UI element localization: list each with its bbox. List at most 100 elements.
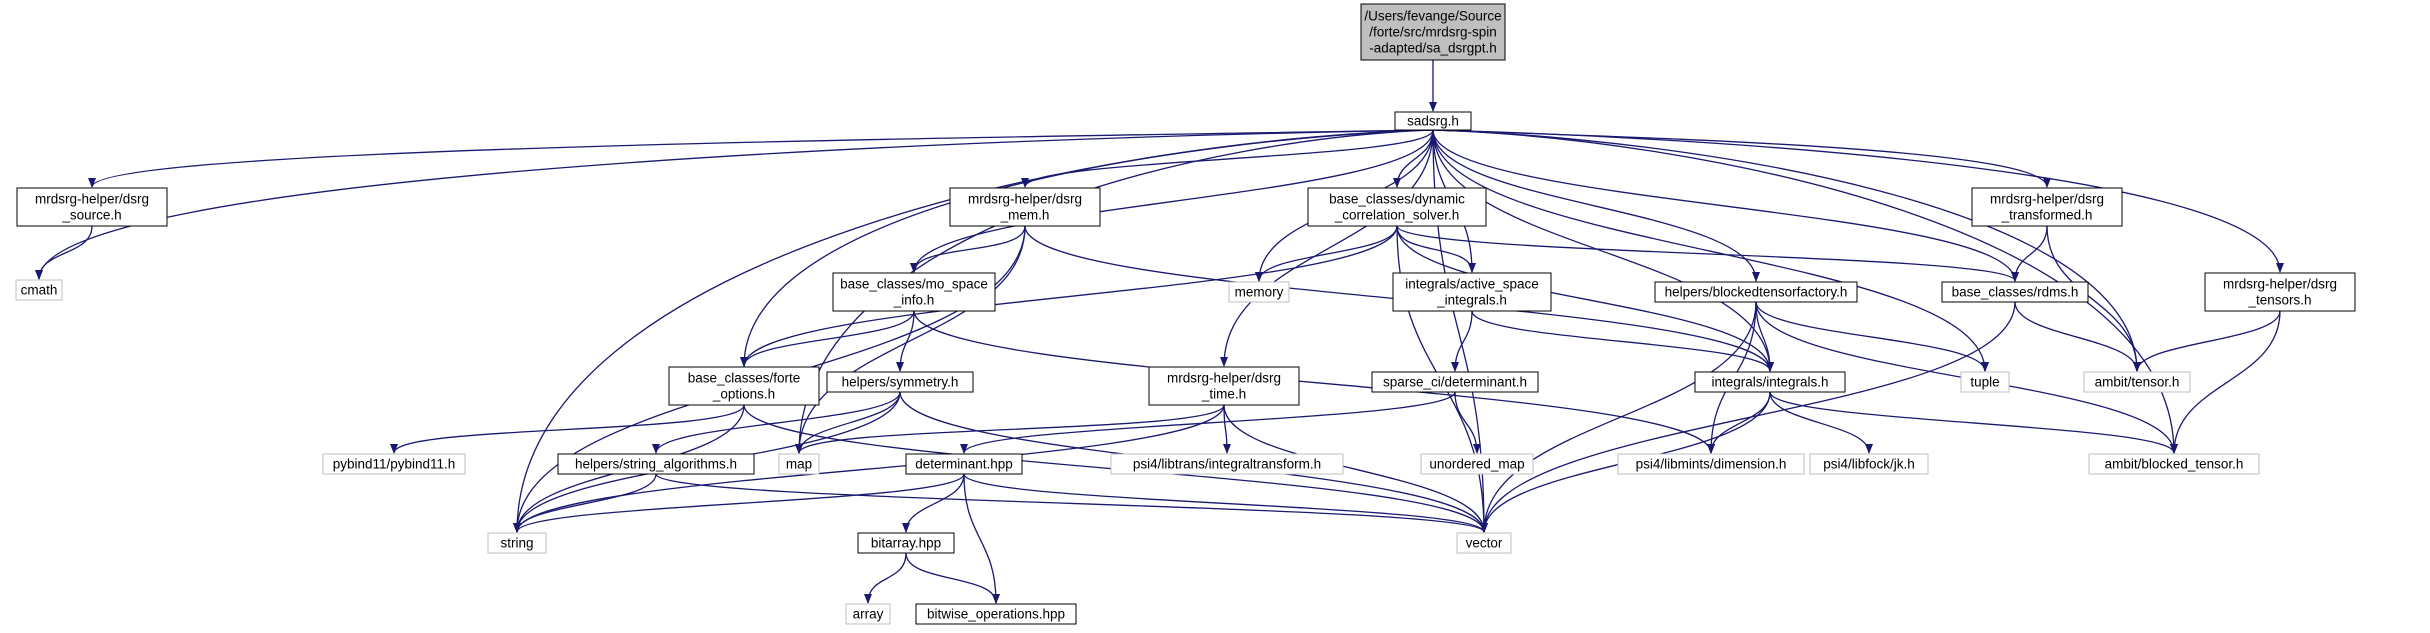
node-box xyxy=(1694,371,1846,393)
node-label: mrdsrg-helper/dsrg xyxy=(1167,371,1281,386)
edge-blocked_factory-to-vector xyxy=(1480,301,1757,533)
node-dsrg-tensors[interactable]: mrdsrg-helper/dsrg_tensors.h xyxy=(2204,272,2356,312)
node-label: _info.h xyxy=(893,293,935,308)
edge-sci_det-to-determinant_hpp xyxy=(960,391,1456,454)
edge-dsrg_transformed-to-rdms xyxy=(2011,225,2048,282)
edge-sadsrg-to-dsrg_tensors xyxy=(1432,129,2284,273)
edge-determinant_hpp-to-string xyxy=(513,473,965,533)
node-bitarray[interactable]: bitarray.hpp xyxy=(857,532,955,554)
node-bitwise[interactable]: bitwise_operations.hpp xyxy=(915,603,1077,625)
node-box xyxy=(1392,272,1552,312)
edges-layer xyxy=(35,60,2284,604)
node-box xyxy=(2083,371,2191,393)
node-box xyxy=(16,187,168,227)
node-box xyxy=(1617,453,1805,475)
node-dsrg-transformed[interactable]: mrdsrg-helper/dsrg_transformed.h xyxy=(1971,187,2123,227)
node-box xyxy=(1228,281,1290,303)
node-integrals[interactable]: integrals/integrals.h xyxy=(1694,371,1846,393)
node-label: /forte/src/mrdsrg-spin xyxy=(1369,25,1497,40)
node-label: _tensors.h xyxy=(2247,293,2311,308)
edge-symmetry-to-string_alg xyxy=(652,391,901,454)
node-psi4-dim: psi4/libmints/dimension.h xyxy=(1617,453,1805,475)
node-label: pybind11/pybind11.h xyxy=(333,457,456,472)
node-dsrg-time[interactable]: mrdsrg-helper/dsrg_time.h xyxy=(1148,366,1300,406)
node-box xyxy=(557,453,755,475)
node-symmetry[interactable]: helpers/symmetry.h xyxy=(826,371,974,393)
edge-sadsrg-to-dyn_corr xyxy=(1393,129,1434,188)
edge-sadsrg-to-dsrg_source xyxy=(88,129,1434,188)
node-dsrg-source[interactable]: mrdsrg-helper/dsrg_source.h xyxy=(16,187,168,227)
node-label: unordered_map xyxy=(1429,457,1524,472)
node-box xyxy=(1941,281,2089,303)
node-box xyxy=(857,532,955,554)
node-label: base_classes/rdms.h xyxy=(1952,285,2079,300)
node-label: mrdsrg-helper/dsrg xyxy=(2223,277,2337,292)
node-unordered-map: unordered_map xyxy=(1420,453,1534,475)
node-array: array xyxy=(845,603,891,625)
edge-dsrg_tensors-to-ambit_tensor xyxy=(2133,310,2281,372)
node-label: memory xyxy=(1235,285,1284,300)
node-label: -adapted/sa_dsrgpt.h xyxy=(1369,41,1497,56)
edge-sadsrg-to-dsrg_transformed xyxy=(1432,129,2051,188)
edge-rdms-to-ambit_tensor xyxy=(2014,301,2141,372)
node-box xyxy=(487,532,547,554)
edge-dsrg_time-to-psi4_inttrans xyxy=(1222,404,1231,454)
node-root[interactable]: /Users/fevange/Source/forte/src/mrdsrg-s… xyxy=(1360,3,1506,61)
nodes-layer: /Users/fevange/Source/forte/src/mrdsrg-s… xyxy=(15,3,2356,625)
node-label: base_classes/forte xyxy=(688,371,801,386)
node-label: _options.h xyxy=(712,387,775,402)
node-psi4-inttrans: psi4/libtrans/integraltransform.h xyxy=(1110,453,1344,475)
node-tuple: tuple xyxy=(1960,371,2010,393)
node-label: cmath xyxy=(21,283,58,298)
node-label: mrdsrg-helper/dsrg xyxy=(968,192,1082,207)
node-label: bitarray.hpp xyxy=(871,536,941,551)
edge-blocked_factory-to-tuple xyxy=(1755,301,1989,372)
edge-sadsrg-to-mo_space xyxy=(910,129,1434,273)
edge-sci_det-to-unordered_map xyxy=(1454,391,1481,454)
node-box xyxy=(1307,187,1487,227)
node-box xyxy=(1456,532,1512,554)
node-ambit-tensor: ambit/tensor.h xyxy=(2083,371,2191,393)
node-sadsrg[interactable]: sadsrg.h xyxy=(1394,111,1472,131)
node-active-space[interactable]: integrals/active_space_integrals.h xyxy=(1392,272,1552,312)
node-label: base_classes/mo_space xyxy=(840,277,988,292)
edge-determinant_hpp-to-bitarray xyxy=(902,473,965,533)
node-label: psi4/libtrans/integraltransform.h xyxy=(1133,457,1321,472)
edge-bitarray-to-array xyxy=(864,552,907,604)
edge-string_alg-to-vector xyxy=(655,473,1488,533)
node-box xyxy=(832,272,996,312)
node-mo-space[interactable]: base_classes/mo_space_info.h xyxy=(832,272,996,312)
edge-dsrg_transformed-to-ambit_tensor xyxy=(2046,225,2141,372)
node-dyn-corr[interactable]: base_classes/dynamic_correlation_solver.… xyxy=(1307,187,1487,227)
node-box xyxy=(1148,366,1300,406)
node-box xyxy=(15,279,63,301)
node-rdms[interactable]: base_classes/rdms.h xyxy=(1941,281,2089,303)
node-box xyxy=(845,603,891,625)
node-dsrg-mem[interactable]: mrdsrg-helper/dsrg_mem.h xyxy=(949,187,1101,227)
node-determinant-hpp[interactable]: determinant.hpp xyxy=(905,453,1023,475)
node-forte-options[interactable]: base_classes/forte_options.h xyxy=(668,366,820,406)
node-label: mrdsrg-helper/dsrg xyxy=(1990,192,2104,207)
node-box xyxy=(1971,187,2123,227)
node-box xyxy=(668,366,820,406)
node-sci-det[interactable]: sparse_ci/determinant.h xyxy=(1371,371,1539,393)
edge-dsrg_time-to-string xyxy=(513,404,1225,533)
node-box xyxy=(905,453,1023,475)
edge-sadsrg-to-dsrg_time xyxy=(1220,129,1434,367)
node-label: vector xyxy=(1466,536,1503,551)
node-label: determinant.hpp xyxy=(915,457,1013,472)
node-label: integrals/active_space xyxy=(1405,277,1539,292)
node-label: ambit/blocked_tensor.h xyxy=(2105,457,2244,472)
node-label: _transformed.h xyxy=(2001,208,2093,223)
edge-integrals-to-ambit_blocked xyxy=(1769,391,2178,454)
node-label: helpers/string_algorithms.h xyxy=(575,457,737,472)
node-box xyxy=(2088,453,2260,475)
node-string: string xyxy=(487,532,547,554)
node-box xyxy=(1394,111,1472,131)
edge-sadsrg-to-dsrg_mem xyxy=(1021,129,1434,188)
node-label: psi4/libmints/dimension.h xyxy=(1636,457,1787,472)
node-blocked-factory[interactable]: helpers/blockedtensorfactory.h xyxy=(1654,281,1858,303)
node-box xyxy=(1960,371,2010,393)
edge-dsrg_mem-to-mo_space xyxy=(910,225,1026,273)
node-string-alg[interactable]: helpers/string_algorithms.h xyxy=(557,453,755,475)
